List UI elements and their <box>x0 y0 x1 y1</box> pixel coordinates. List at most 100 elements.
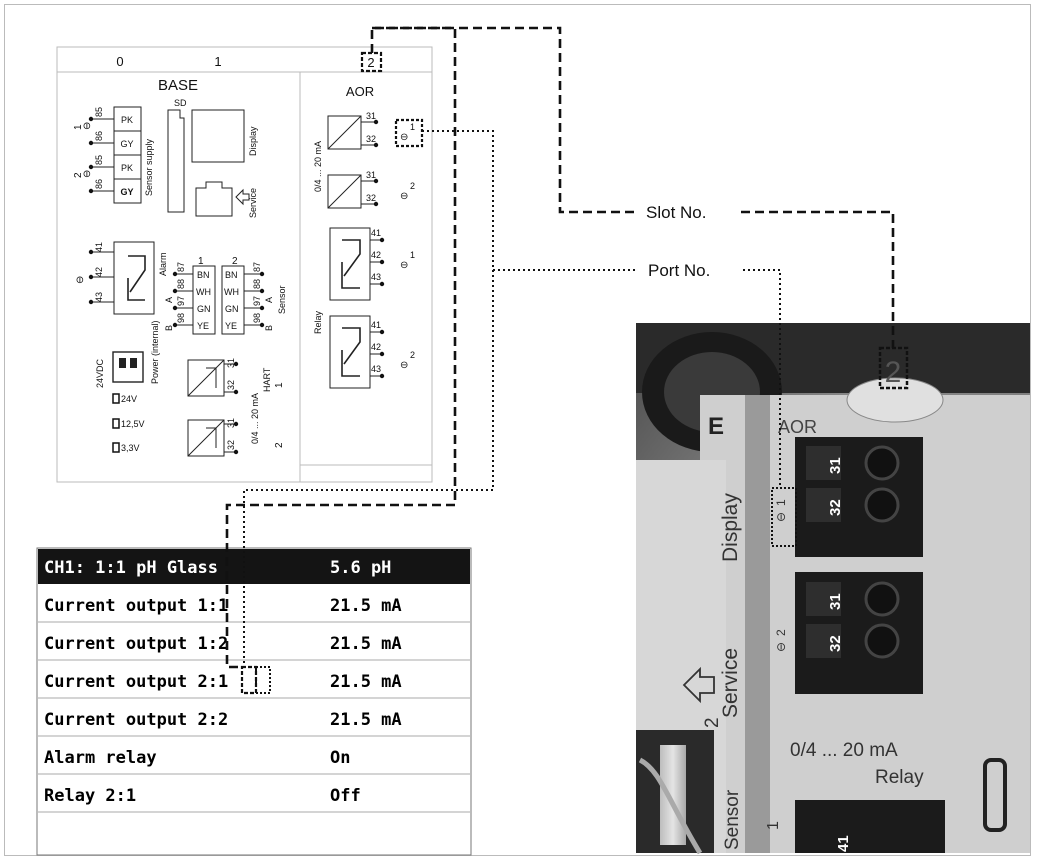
sensor-num-88-r: 88 <box>252 279 262 289</box>
sensor-wire-wh-2: WH <box>224 287 239 297</box>
photo-bottom-number-41: 41 <box>835 835 852 852</box>
display-block: SD Display Service <box>167 98 258 218</box>
sensor-letter-a-r: A <box>264 297 274 303</box>
power-connector-icon <box>112 351 144 383</box>
aor-out-31-1: 31 <box>366 111 376 121</box>
voltage-3-3v: 3,3V <box>121 443 140 453</box>
supply-sign: ⊖ <box>82 170 93 178</box>
photo-service-icon <box>682 666 715 704</box>
aor-port-2b: 2 <box>410 350 415 360</box>
service-arrow-icon <box>235 188 250 206</box>
sensor-num-98-r: 98 <box>252 313 262 323</box>
power-voltage: 24VDC <box>95 358 105 388</box>
aor-port-1-highlight <box>394 118 424 148</box>
photo-channel-label: 2 <box>702 717 723 728</box>
voltage-12-5v: 12,5V <box>121 419 145 429</box>
lcd-row-7-value: Off <box>330 786 361 806</box>
supply-channel-2: 2 <box>73 172 84 178</box>
aor-relay-42-2: 42 <box>371 342 381 352</box>
aor-port-icon: ⊖ <box>400 260 408 271</box>
aor-out-32-1: 32 <box>366 134 376 144</box>
lcd-row-2-label: Current output 1:1 <box>44 596 228 616</box>
lcd-row-3-value: 21.5 mA <box>330 634 402 654</box>
lcd-row-6-value: On <box>330 748 350 768</box>
alarm-label: Alarm <box>158 252 168 276</box>
photo-panel: 2 E AOR 31 32 31 32 Display Service 0/4 … <box>636 323 1030 855</box>
photo-port-mark-1: 1 <box>774 499 788 506</box>
slot-header-0: 0 <box>116 54 123 69</box>
sensor-label: Sensor <box>277 285 287 314</box>
sensor-supply-block: PK GY PK GY 85 86 85 86 Sensor supply 1 … <box>73 106 154 204</box>
sensor-wire-ye-1: YE <box>197 321 209 331</box>
lcd-panel: CH1: 1:1 pH Glass 5.6 pH Current output … <box>36 547 472 856</box>
supply-number-3: 85 <box>94 155 104 165</box>
base-port-2: 2 <box>274 442 285 448</box>
photo-relay-label: Relay <box>875 767 924 788</box>
sensor-wire-wh-1: WH <box>196 287 211 297</box>
aor-relay-43-2: 43 <box>371 364 381 374</box>
base-current-outputs: 31 32 31 32 0/4 ... 20 mA HART 1 2 <box>187 358 285 457</box>
sensor-num-87-r: 87 <box>252 262 262 272</box>
aor-title: AOR <box>346 84 374 99</box>
alarm-terminal-41: 41 <box>94 242 104 252</box>
photo-display-label: Display <box>719 493 742 562</box>
sensor-channel-1: 1 <box>198 256 204 267</box>
base-out-32-2: 32 <box>226 440 236 450</box>
aor-port-1a: 1 <box>410 122 415 132</box>
photo-terminal-31-a: 31 <box>827 457 844 474</box>
lcd-row-1-value: 5.6 pH <box>330 558 391 578</box>
lcd-row-6-label: Alarm relay <box>44 748 157 768</box>
photo-sensor-label: Sensor <box>722 789 743 850</box>
aor-relay-42-1: 42 <box>371 250 381 260</box>
lcd-row-4-value: 21.5 mA <box>330 672 402 692</box>
sensor-letter-b-r: B <box>264 325 274 331</box>
photo-port-mark-2: 2 <box>774 629 788 636</box>
power-label: Power (internal) <box>150 320 160 384</box>
alarm-terminal-42: 42 <box>94 267 104 277</box>
aor-relay-label: Relay <box>313 310 323 334</box>
aor-port-icon: ⊖ <box>400 191 408 202</box>
aor-port-icon: ⊖ <box>400 360 408 371</box>
base-out-32-1: 32 <box>226 380 236 390</box>
sensor-wire-gn-1: GN <box>197 304 211 314</box>
supply-number-2: 86 <box>94 131 104 141</box>
sensor-letter-b-l: B <box>164 325 174 331</box>
sensor-letter-a-l: A <box>164 297 174 303</box>
alarm-sign: ⊖ <box>75 276 86 284</box>
lcd-row-7-label: Relay 2:1 <box>44 786 136 806</box>
photo-port-icon: ⊖ <box>774 642 788 652</box>
figure-frame <box>4 4 1031 856</box>
sensor-num-98-l: 98 <box>176 313 186 323</box>
sensor-wire-gn-2: GN <box>225 304 239 314</box>
aor-relay-41-2: 41 <box>371 320 381 330</box>
photo-base-letter: E <box>708 413 724 440</box>
sensor-num-88-l: 88 <box>176 279 186 289</box>
sensor-wire-bn-1: BN <box>197 270 210 280</box>
sensor-num-97-r: 97 <box>252 296 262 306</box>
sd-label: SD <box>174 98 187 108</box>
photo-terminal-32-b: 32 <box>827 635 844 652</box>
sensor-wire-ye-2: YE <box>225 321 237 331</box>
sensor-block: 1 2 BN WH GN YE BN WH GN YE 87 88 97 98 … <box>164 256 287 335</box>
sensor-wire-bn-2: BN <box>225 270 238 280</box>
sensor-supply-label: Sensor supply <box>144 138 154 196</box>
aor-out-32-2: 32 <box>366 193 376 203</box>
sensor-channel-2: 2 <box>232 256 238 267</box>
aor-port-2a: 2 <box>410 181 415 191</box>
aor-out-31-2: 31 <box>366 170 376 180</box>
photo-service-label: Service <box>719 648 742 718</box>
slot-callout-label: Slot No. <box>646 203 706 222</box>
photo-bottom-number-1: 1 <box>765 821 782 830</box>
base-port-1: 1 <box>274 382 285 388</box>
photo-port-icon: ⊖ <box>774 512 788 522</box>
supply-number-4: 86 <box>94 179 104 189</box>
service-label: Service <box>248 188 258 218</box>
alarm-block: 41 42 43 ⊖ Alarm <box>75 241 168 315</box>
supply-channel-1: 1 <box>73 124 84 130</box>
lcd-row-5-label: Current output 2:2 <box>44 710 228 730</box>
base-title: BASE <box>158 77 198 94</box>
supply-number-1: 85 <box>94 107 104 117</box>
supply-sign: ⊖ <box>82 122 93 130</box>
lcd-slot-highlight <box>240 665 258 695</box>
